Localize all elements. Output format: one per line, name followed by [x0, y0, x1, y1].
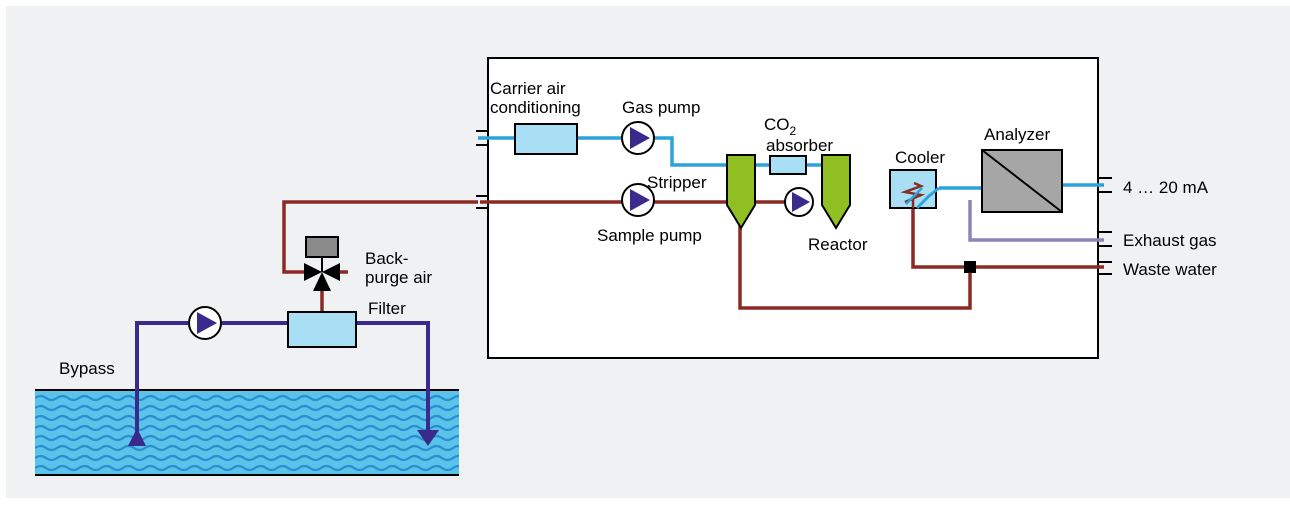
- analyzer-icon: [981, 149, 1063, 213]
- label-backpurge-line1: Back-: [365, 249, 408, 268]
- water-wave: [35, 444, 459, 452]
- wall-port-marks: [476, 130, 1112, 275]
- label-waste-water: Waste water: [1123, 260, 1217, 279]
- label-output-signal: 4 … 20 mA: [1123, 178, 1209, 197]
- label-sample-pump: Sample pump: [597, 226, 702, 245]
- co2-absorber-unit: [769, 155, 807, 175]
- label-gas-pump: Gas pump: [622, 98, 700, 117]
- water-wave: [35, 414, 459, 422]
- backpurge-valve-icon: [304, 236, 340, 291]
- filter-unit: [287, 311, 357, 348]
- water-wave: [35, 454, 459, 462]
- label-backpurge-line2: purge air: [365, 268, 432, 287]
- sample-pump-icon: [621, 183, 655, 217]
- label-exhaust-gas: Exhaust gas: [1123, 231, 1217, 250]
- label-co2: CO2: [764, 115, 797, 138]
- label-carrier-air-line1: Carrier air: [490, 79, 566, 98]
- carrier-air-conditioning-unit: [514, 123, 578, 155]
- water-wave: [35, 394, 459, 402]
- bypass-pump-icon: [188, 306, 222, 340]
- water-wave: [35, 464, 459, 472]
- label-stripper: Stripper: [647, 173, 707, 192]
- label-reactor: Reactor: [808, 235, 868, 254]
- label-co2-base: CO: [764, 115, 790, 134]
- water-wave: [35, 424, 459, 432]
- bypass-outlet-arrow: [417, 430, 439, 446]
- stripper-vessel: [726, 154, 756, 230]
- label-co2-subscript: 2: [790, 124, 797, 138]
- waste-junction: [964, 261, 976, 273]
- exhaust-gas-line: [968, 200, 1104, 242]
- sample-line: [282, 200, 1104, 312]
- bypass-inlet-arrow: [128, 428, 146, 446]
- carrier-air-line: [478, 136, 1104, 190]
- water-wave: [35, 404, 459, 412]
- label-filter: Filter: [368, 299, 406, 318]
- cooler-icon: [889, 169, 940, 210]
- label-absorber: absorber: [766, 136, 833, 155]
- reactor-vessel: [821, 154, 851, 230]
- label-analyzer: Analyzer: [984, 125, 1050, 144]
- water-wave: [35, 434, 459, 442]
- label-cooler: Cooler: [895, 148, 945, 167]
- water-body: [35, 389, 459, 476]
- label-carrier-air-line2: conditioning: [490, 98, 581, 117]
- bypass-line: [135, 321, 430, 438]
- reactor-pump-icon: [784, 187, 814, 217]
- label-bypass: Bypass: [59, 359, 115, 378]
- gas-pump-icon: [621, 121, 655, 155]
